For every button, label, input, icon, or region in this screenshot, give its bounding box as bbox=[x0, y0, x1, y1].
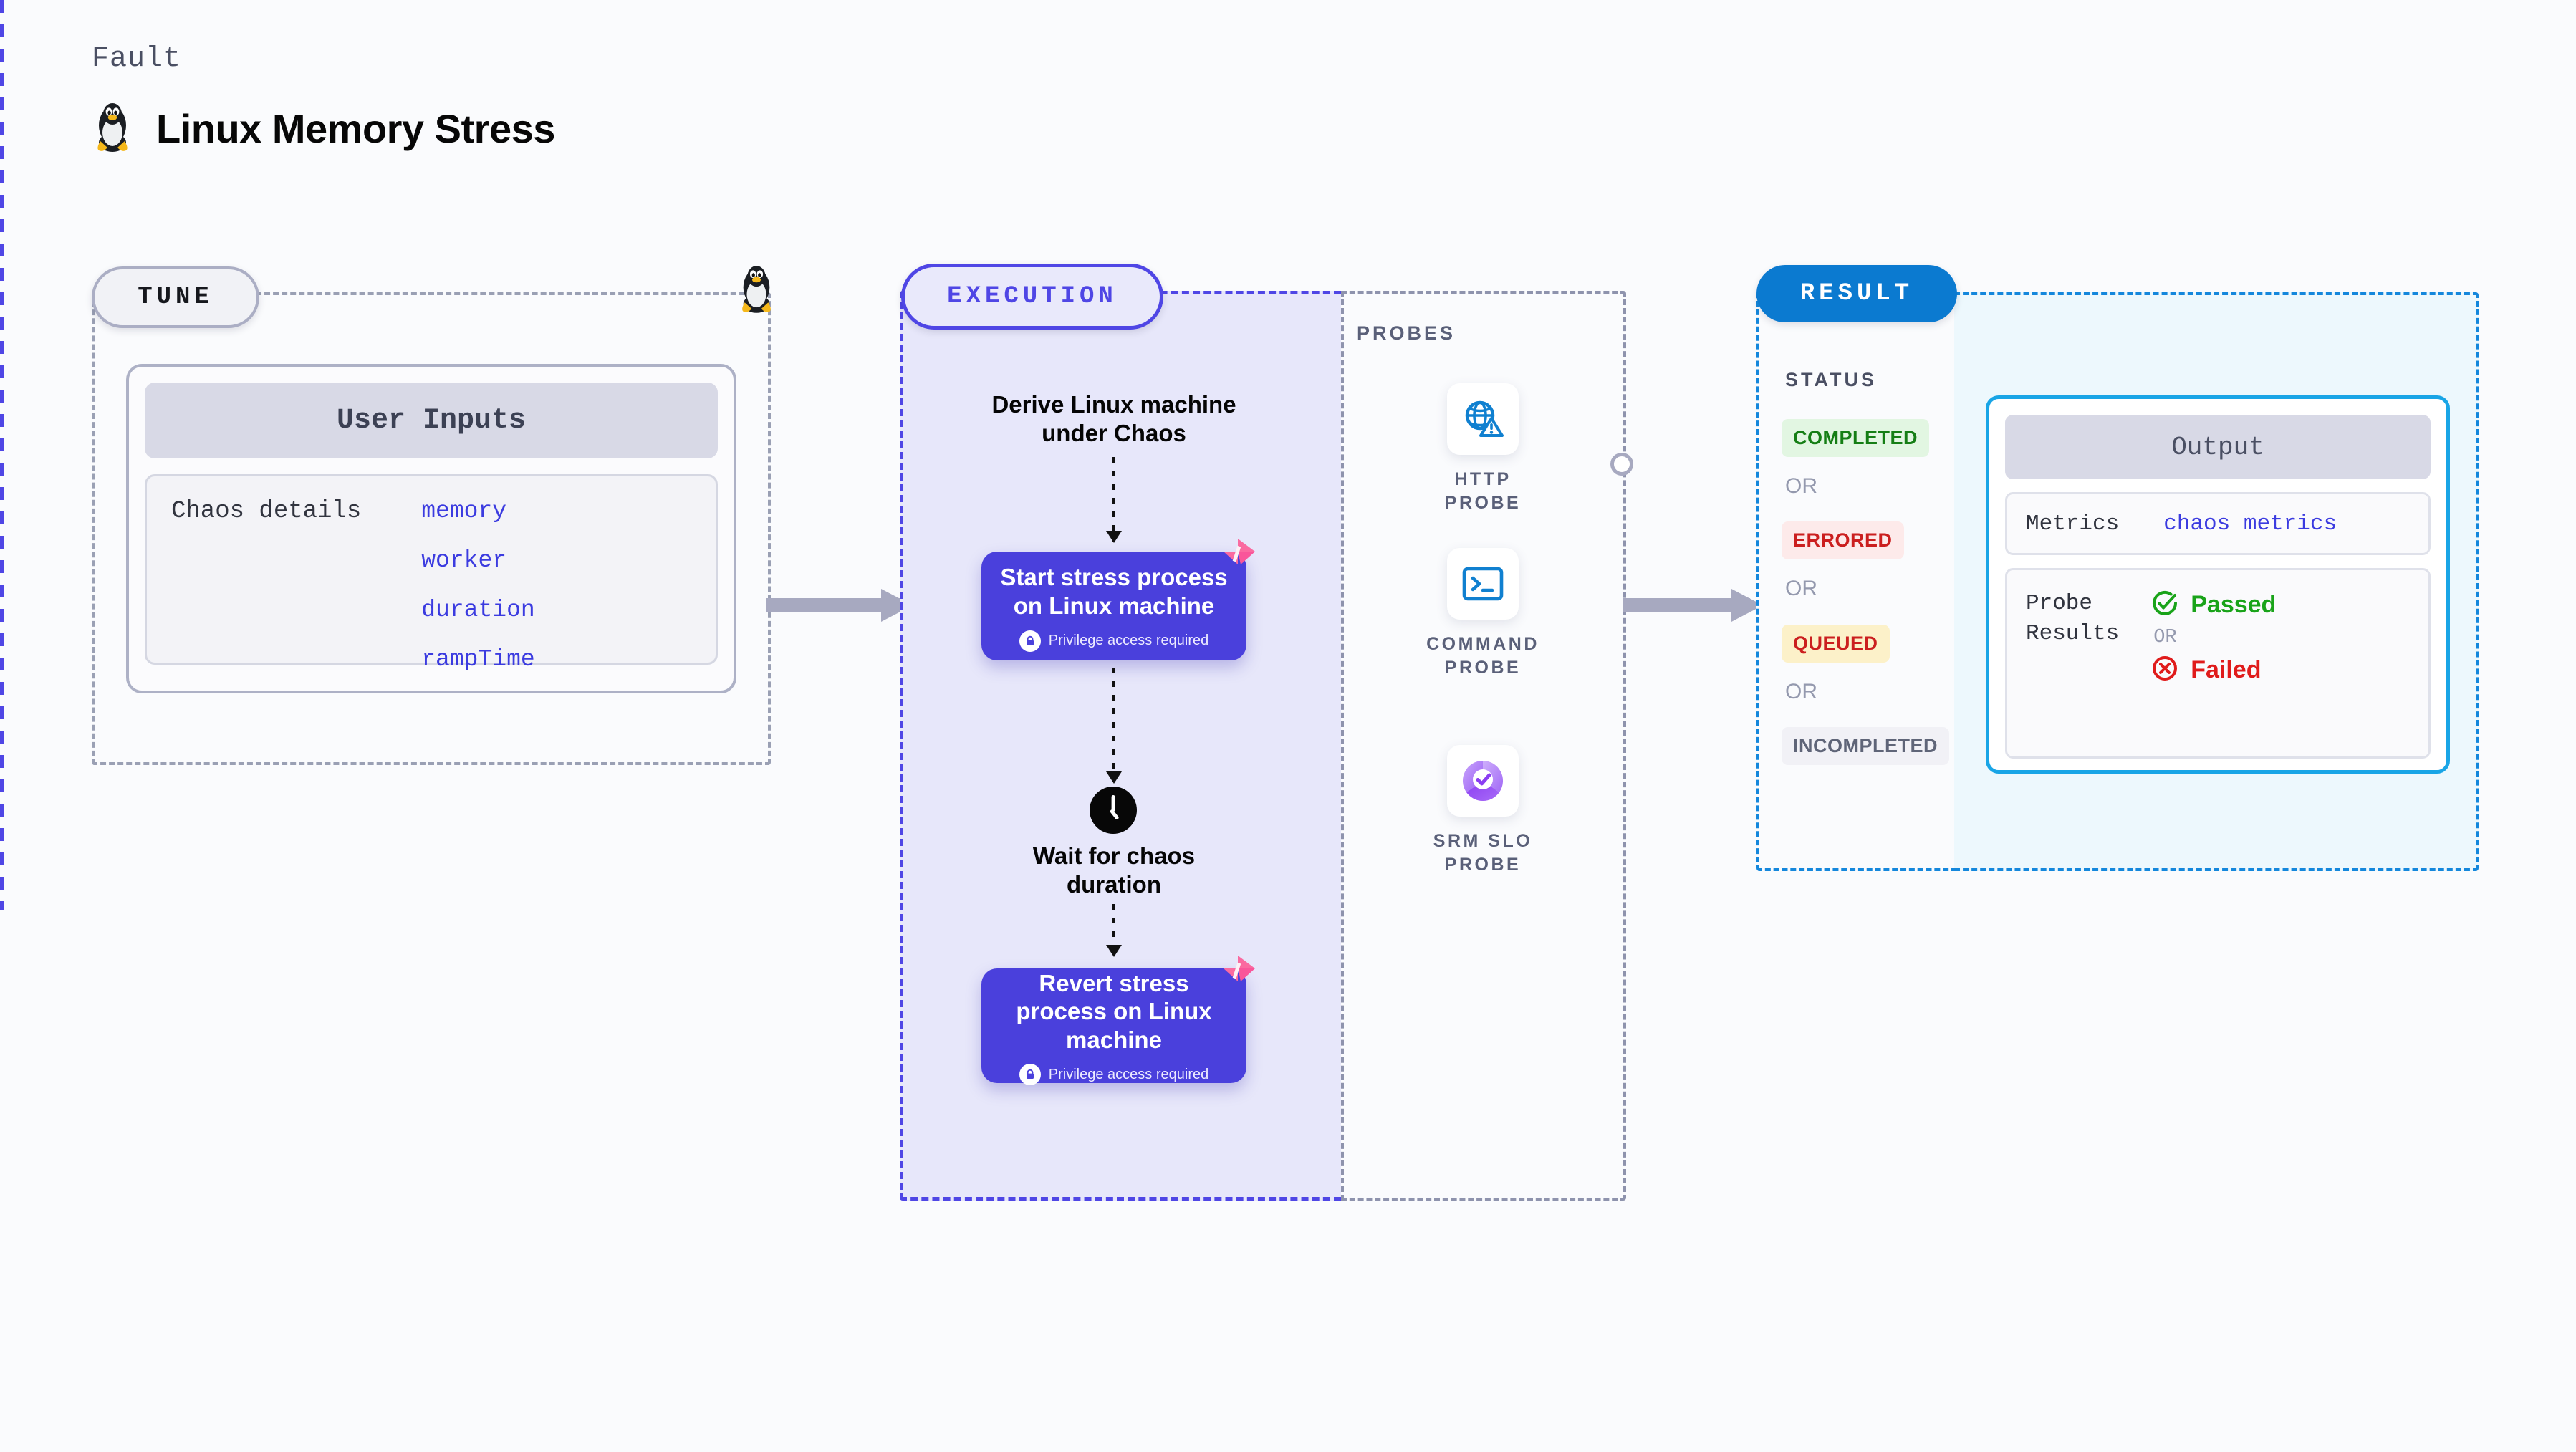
probe-label: HTTP PROBE bbox=[1444, 469, 1522, 513]
execution-box-title: Revert stress process on Linux machine bbox=[1016, 969, 1212, 1053]
probe-label: SRM SLO PROBE bbox=[1433, 831, 1533, 875]
status-or-label: OR bbox=[1785, 474, 1817, 498]
linux-tux-icon bbox=[92, 101, 133, 156]
result-status-region bbox=[1756, 292, 1957, 871]
probe-failed-label: Failed bbox=[2191, 656, 2262, 683]
privilege-text: Privilege access required bbox=[1048, 1066, 1209, 1082]
status-section-label: STATUS bbox=[1785, 369, 1877, 390]
chaos-details-list: memory worker duration rampTime bbox=[421, 498, 535, 673]
list-item[interactable]: memory bbox=[421, 498, 507, 524]
probe-results-or-label: OR bbox=[2153, 627, 2177, 648]
user-inputs-title: User Inputs bbox=[145, 383, 718, 458]
title-row: Linux Memory Stress bbox=[92, 101, 555, 156]
probe-result-passed: Passed bbox=[2150, 589, 2276, 621]
privilege-text: Privilege access required bbox=[1048, 633, 1209, 649]
lock-icon bbox=[1019, 630, 1041, 652]
probe-item-srm-slo[interactable]: SRM SLO PROBE bbox=[1426, 745, 1540, 876]
status-badge: QUEUED bbox=[1782, 625, 1890, 663]
probe-label: COMMAND PROBE bbox=[1426, 634, 1539, 678]
connector-line bbox=[1623, 598, 1750, 612]
execution-pill[interactable]: EXECUTION bbox=[901, 264, 1163, 330]
execution-box-start-stress[interactable]: Start stress process on Linux machine Pr… bbox=[981, 539, 1255, 660]
probes-section-label: PROBES bbox=[1357, 322, 1456, 344]
probe-results-values: Passed OR Failed bbox=[2150, 589, 2276, 738]
terminal-icon bbox=[1447, 548, 1519, 620]
chaos-details-block: Chaos details memory worker duration ram… bbox=[145, 474, 718, 673]
eyebrow-label: Fault bbox=[92, 43, 182, 75]
result-pill[interactable]: RESULT bbox=[1756, 265, 1957, 322]
metrics-row: Metrics chaos metrics bbox=[2005, 492, 2431, 555]
privilege-note: Privilege access required bbox=[1019, 1064, 1209, 1086]
lock-icon bbox=[1019, 1064, 1041, 1086]
page-header: Fault Linux Memory Stress bbox=[92, 43, 555, 156]
status-badge: ERRORED bbox=[1782, 521, 1904, 559]
execution-box-revert-stress[interactable]: Revert stress process on Linux machine P… bbox=[981, 956, 1255, 1086]
probe-item-http[interactable]: HTTP PROBE bbox=[1426, 383, 1540, 514]
probe-results-row: Probe Results Passed OR bbox=[2005, 568, 2431, 759]
execution-region-right-border bbox=[0, 0, 4, 910]
execution-step-derive-line1: Derive Linux machine bbox=[991, 391, 1236, 418]
execution-step-wait-line1: Wait for chaos bbox=[1032, 842, 1196, 869]
tune-corner-tux-icon bbox=[736, 264, 777, 317]
execution-step-wait-line2: duration bbox=[1067, 871, 1161, 898]
status-or-label: OR bbox=[1785, 577, 1817, 600]
output-card: Output Metrics chaos metrics Probe Resul… bbox=[1986, 395, 2450, 774]
probe-results-label: Probe Results bbox=[2026, 591, 2120, 646]
list-item[interactable]: worker bbox=[421, 547, 507, 574]
page-title: Linux Memory Stress bbox=[156, 106, 555, 151]
execution-step-derive-line2: under Chaos bbox=[1042, 420, 1186, 447]
metrics-label: Metrics bbox=[2026, 511, 2120, 537]
execution-step-derive: Derive Linux machine under Chaos bbox=[963, 390, 1264, 448]
connector-line bbox=[766, 598, 900, 612]
status-badge: COMPLETED bbox=[1782, 419, 1930, 457]
privilege-note: Privilege access required bbox=[1019, 630, 1208, 652]
execution-box-title: Start stress process on Linux machine bbox=[1000, 564, 1228, 619]
user-inputs-card: User Inputs Chaos details memory worker … bbox=[126, 364, 736, 693]
slo-donut-check-icon bbox=[1447, 745, 1519, 817]
probe-passed-label: Passed bbox=[2191, 591, 2277, 618]
globe-warning-icon bbox=[1447, 383, 1519, 455]
chaos-details-label: Chaos details bbox=[171, 498, 362, 525]
status-or-label: OR bbox=[1785, 680, 1817, 703]
flow-arrow-1 bbox=[1106, 457, 1122, 543]
probe-item-command[interactable]: COMMAND PROBE bbox=[1426, 548, 1540, 679]
clock-icon bbox=[1088, 785, 1138, 835]
metrics-value[interactable]: chaos metrics bbox=[2163, 511, 2337, 537]
status-badge: INCOMPLETED bbox=[1782, 727, 1950, 765]
harness-badge-icon bbox=[1216, 536, 1258, 577]
flow-arrow-2 bbox=[1106, 668, 1122, 784]
output-title: Output bbox=[2005, 415, 2431, 479]
list-item[interactable]: duration bbox=[421, 597, 535, 623]
list-item[interactable]: rampTime bbox=[421, 646, 535, 673]
execution-step-wait: Wait for chaos duration bbox=[963, 842, 1264, 900]
flow-arrow-3 bbox=[1106, 904, 1122, 957]
check-circle-icon bbox=[2150, 589, 2179, 621]
tune-pill[interactable]: TUNE bbox=[92, 266, 259, 328]
probes-connector-dot bbox=[1610, 453, 1633, 476]
tune-region bbox=[92, 292, 771, 765]
x-circle-icon bbox=[2150, 654, 2179, 686]
harness-badge-icon bbox=[1216, 953, 1258, 994]
probe-result-failed: Failed bbox=[2150, 654, 2276, 686]
